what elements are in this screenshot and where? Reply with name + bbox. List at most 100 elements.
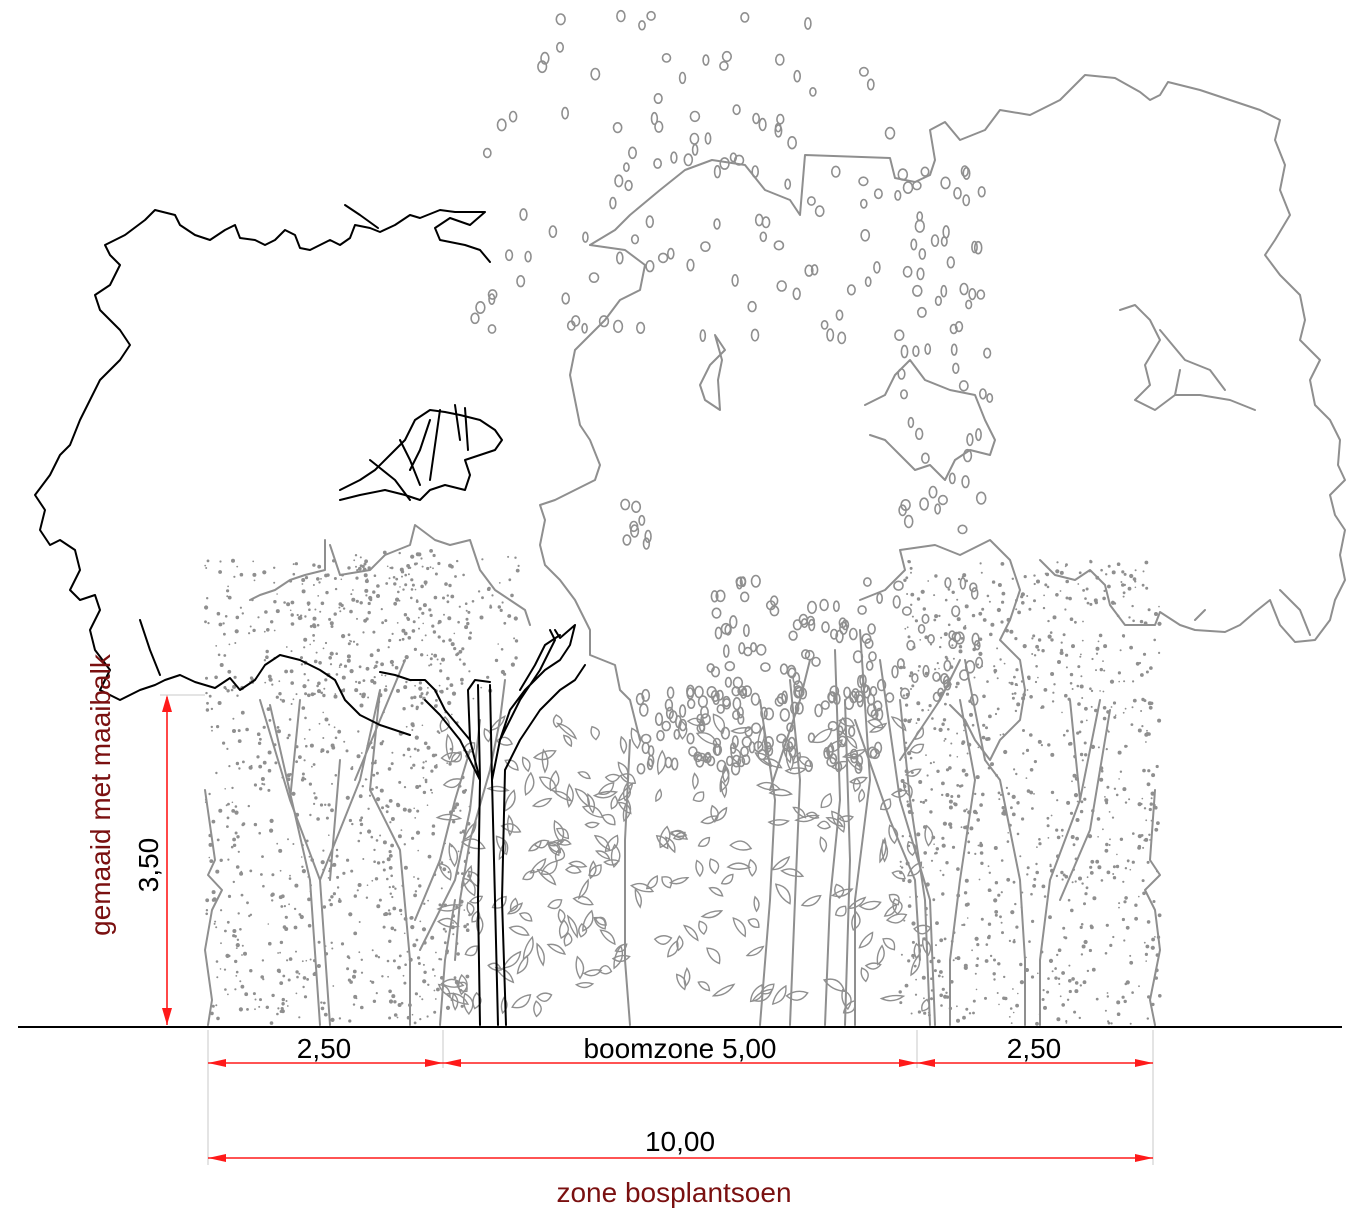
foliage-blob (653, 93, 663, 105)
foliage-blob (646, 10, 656, 21)
stipple-dot (373, 860, 376, 863)
stipple-dot (919, 800, 923, 804)
stipple-dot (1020, 595, 1024, 599)
stipple-dot (271, 899, 274, 902)
stipple-dot (381, 740, 385, 743)
foliage-blob (519, 208, 528, 221)
stipple-dot (327, 574, 330, 577)
stipple-dot (1077, 702, 1081, 706)
stipple-dot (974, 936, 979, 941)
stipple-dot (332, 559, 336, 563)
stipple-dot (208, 833, 212, 838)
total-width-label: 10,00 (645, 1126, 715, 1157)
stipple-dot (1124, 867, 1128, 870)
foliage-blob (638, 514, 646, 526)
stipple-dot (454, 575, 457, 578)
stipple-dot (208, 792, 211, 796)
leaf-mark (719, 767, 730, 793)
stipple-dot (410, 578, 414, 582)
stipple-dot (226, 689, 230, 693)
foliage-blob (855, 754, 864, 767)
stipple-dot (273, 743, 277, 747)
leaf-mark (852, 777, 861, 793)
foliage-blob (919, 497, 929, 511)
stipple-dot (1060, 828, 1064, 832)
stipple-dot (206, 701, 209, 705)
stipple-dot (398, 908, 403, 913)
stipple-dot (444, 582, 448, 586)
stipple-dot (359, 556, 362, 559)
stipple-dot (1141, 797, 1144, 800)
stipple-dot (925, 754, 927, 756)
stipple-dot (1137, 728, 1142, 733)
stipple-dot (442, 927, 446, 931)
foliage-blob (861, 633, 872, 644)
stipple-dot (1012, 880, 1016, 884)
stipple-dot (1059, 995, 1062, 998)
stipple-dot (274, 761, 278, 765)
stipple-dot (300, 656, 303, 660)
stipple-dot (338, 666, 341, 668)
stipple-dot (928, 704, 932, 708)
stipple-dot (934, 668, 937, 671)
stipple-dot (413, 695, 417, 699)
stipple-dot (1120, 581, 1123, 583)
stipple-dot (956, 732, 959, 735)
stipple-dot (1036, 579, 1040, 584)
stipple-dot (1125, 925, 1130, 930)
stipple-dot (277, 952, 279, 954)
foliage-blob (848, 627, 858, 641)
leaf-mark (656, 749, 667, 776)
leaf-mark (574, 982, 595, 989)
stipple-dot (395, 577, 399, 581)
stipple-dot (1026, 789, 1031, 793)
foliage-blob (786, 722, 794, 733)
stipple-dot (1106, 995, 1110, 998)
stipple-dot (1111, 570, 1116, 575)
stipple-dot (239, 980, 242, 983)
stipple-dot (1022, 644, 1027, 649)
stipple-dot (392, 576, 396, 579)
stipple-dot (446, 594, 449, 597)
stipple-dot (372, 773, 376, 777)
stipple-dot (1105, 842, 1109, 847)
stipple-dot (1040, 744, 1043, 747)
stipple-dot (1095, 859, 1100, 864)
stipple-dot (1066, 998, 1070, 1001)
foliage-blob (804, 649, 815, 661)
leaf-mark (888, 893, 900, 906)
foliage-blob (846, 284, 856, 296)
stipple-dot (307, 876, 309, 878)
foliage-blob (823, 746, 831, 759)
stipple-dot (1048, 958, 1054, 964)
leaf-mark (645, 875, 659, 890)
stipple-dot (1090, 705, 1093, 708)
stipple-dot (996, 677, 999, 680)
stipple-dot (940, 636, 943, 639)
leaf-mark (867, 718, 884, 729)
stipple-dot (1065, 579, 1069, 584)
foliage-blob (900, 344, 909, 359)
stipple-dot (271, 892, 275, 897)
stipple-dot (507, 615, 509, 617)
stipple-dot (514, 639, 519, 643)
foliage-blob (922, 664, 930, 678)
stipple-dot (323, 1012, 328, 1017)
foliage-blob (695, 754, 705, 768)
stipple-dot (415, 830, 421, 835)
stipple-dot (386, 877, 389, 881)
stipple-dot (363, 562, 367, 566)
stipple-dot (359, 818, 363, 822)
stipple-dot (500, 669, 505, 675)
stipple-dot (1029, 695, 1033, 699)
leaf-mark (494, 966, 515, 984)
foliage-blob (897, 168, 909, 181)
stipple-dot (1114, 714, 1117, 716)
stipple-dot (932, 898, 936, 902)
stipple-dot (394, 665, 399, 670)
stipple-dot (911, 940, 915, 944)
stipple-dot (1027, 677, 1031, 681)
stipple-dot (234, 642, 237, 644)
stipple-dot (379, 741, 384, 746)
stipple-dot (354, 688, 359, 693)
